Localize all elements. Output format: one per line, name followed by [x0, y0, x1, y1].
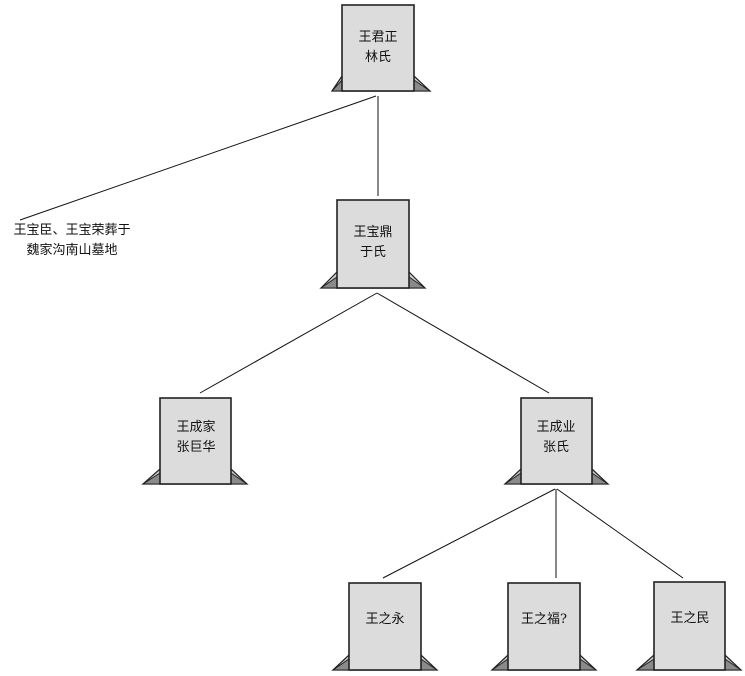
- tombstone-wang-chengye: 王成业 张氏: [503, 397, 610, 485]
- edge-baoding-chengye: [376, 292, 550, 394]
- tombstone-line1: 王君正: [358, 30, 397, 45]
- note-line2: 魏家沟南山墓地: [26, 242, 117, 258]
- tombstone-wang-zhimin: 王之民: [635, 581, 743, 671]
- tombstone-wang-junzheng: 王君正 林氏: [330, 4, 432, 92]
- edge-chengye-zhimin: [556, 488, 684, 579]
- tombstone-line1: 王宝鼎: [353, 225, 392, 240]
- tombstone-line1: 王成业: [536, 420, 575, 435]
- tombstone-line2: 张巨华: [176, 440, 215, 455]
- tombstone-wang-chengjia: 王成家 张巨华: [141, 397, 249, 485]
- note-line1: 王宝臣、王宝荣葬于: [13, 223, 130, 238]
- tombstone-line1: 王之永: [365, 612, 404, 627]
- edge-junzheng-note: [19, 95, 377, 221]
- tombstone-line1: 王成家: [176, 419, 215, 435]
- tombstone-wang-zhifu: 王之福?: [490, 582, 598, 671]
- tombstone-line1: 王之福?: [521, 612, 567, 627]
- tombstone-wang-baoding: 王宝鼎 于氏: [319, 199, 427, 289]
- edge-chengye-zhiyong: [382, 488, 556, 579]
- tombstone-line1: 王之民: [670, 611, 709, 626]
- burial-note: 王宝臣、王宝荣葬于 魏家沟南山墓地: [13, 223, 130, 258]
- tombstone-line2: 于氏: [360, 245, 386, 260]
- connectors: [19, 95, 684, 579]
- tombstone-line2: 林氏: [365, 50, 391, 65]
- edge-baoding-chengjia: [199, 292, 378, 394]
- tombstone-wang-zhiyong: 王之永: [331, 582, 439, 671]
- tombstone-line2: 张氏: [543, 440, 569, 455]
